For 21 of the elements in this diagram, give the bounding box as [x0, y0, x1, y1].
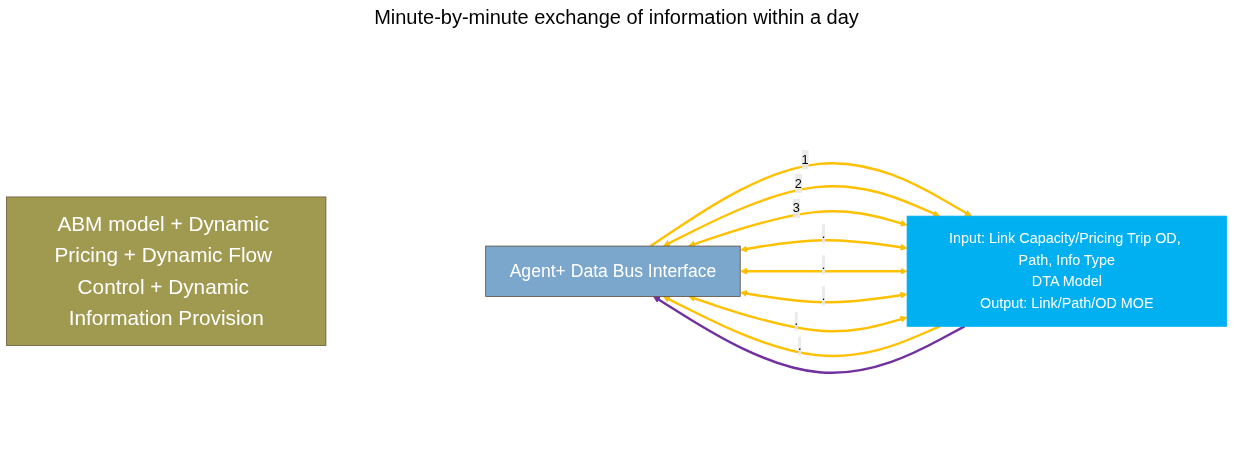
edge-label: .: [798, 338, 802, 353]
node-box: Input: Link Capacity/Pricing Trip OD, Path, Info Type DTA Model Output: Link/Path/OD MOE: [906, 215, 1227, 327]
edge-label: 1: [801, 151, 809, 166]
arrow: [740, 267, 908, 275]
node-box: ABM model + Dynamic Pricing + Dynamic Flow Control + Dynamic Information Provision: [6, 196, 327, 346]
diagram-title: Minute-by-minute exchange of information within a day: [374, 6, 859, 29]
arrow: [688, 294, 908, 332]
node-box: Agent+ Data Bus Interface: [485, 245, 741, 297]
edge-label: .: [794, 313, 799, 328]
arrow: [653, 295, 966, 374]
arrow: [650, 161, 972, 247]
edge-label: 3: [792, 200, 800, 215]
edge-label: 2: [794, 176, 802, 190]
edge-label: .: [821, 257, 826, 271]
arrow: [688, 209, 908, 247]
arrow: [663, 184, 941, 246]
edge-label: .: [821, 288, 826, 302]
arrow: [662, 295, 941, 357]
arrow: [740, 238, 908, 252]
arrow: [740, 289, 908, 303]
edge-label: .: [821, 226, 826, 240]
